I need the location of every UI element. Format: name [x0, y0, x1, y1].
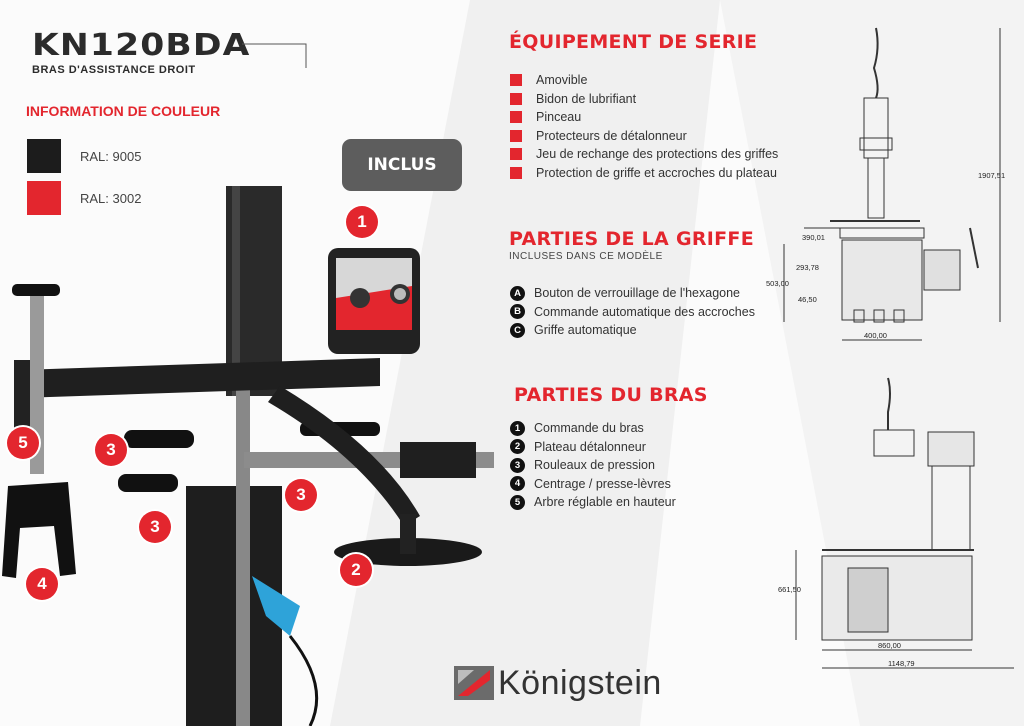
dim-height: 1907,51	[978, 171, 1005, 180]
letter-badge: C	[510, 322, 525, 338]
number-badge: 3	[510, 457, 525, 473]
callout-4: 4	[26, 568, 58, 600]
front-view-drawing: 1907,51 390,01 293,78 503,00 46,50 400,0…	[766, 27, 1005, 341]
bullet-square	[510, 166, 522, 179]
letter-badge: A	[510, 285, 525, 301]
swatch-black	[27, 139, 61, 173]
dim-503: 503,00	[766, 279, 789, 288]
model-subtitle: BRAS D'ASSISTANCE DROIT	[32, 64, 196, 76]
equipment-title: ÉQUIPEMENT DE SERIE	[509, 31, 758, 53]
dim-46: 46,50	[798, 295, 817, 304]
list-item: Amovible	[510, 71, 778, 90]
swatch-black-label: RAL: 9005	[80, 149, 142, 164]
brand-name: Königstein	[498, 664, 662, 702]
letter-badge: B	[510, 304, 525, 320]
bullet-square	[510, 111, 522, 124]
claw-subtitle: INCLUSES DANS CE MODÈLE	[509, 251, 663, 262]
model-title: KN120BDA	[32, 28, 251, 63]
callout-3b: 3	[285, 479, 317, 511]
arm-title: PARTIES DU BRAS	[514, 384, 708, 406]
dim-860: 860,00	[878, 641, 901, 650]
side-view-drawing: 661,50 860,00 1148,79	[778, 377, 1014, 669]
list-item: Pinceau	[510, 108, 778, 127]
list-item: Protection de griffe et accroches du pla…	[510, 164, 778, 183]
callout-5: 5	[7, 427, 39, 459]
dim-1148: 1148,79	[888, 659, 915, 668]
number-badge: 4	[510, 476, 525, 492]
list-item: Protecteurs de détalonneur	[510, 127, 778, 146]
claw-title: PARTIES DE LA GRIFFE	[509, 228, 754, 250]
dim-661: 661,50	[778, 585, 801, 594]
number-badge: 5	[510, 494, 525, 510]
bullet-square	[510, 74, 522, 87]
number-badge: 2	[510, 439, 525, 455]
list-item: Jeu de rechange des protections des grif…	[510, 145, 778, 164]
swatch-red	[27, 181, 61, 215]
brand-logo-icon	[454, 666, 494, 700]
callout-1: 1	[346, 206, 378, 238]
color-info-title: INFORMATION DE COULEUR	[26, 103, 221, 119]
included-badge: INCLUS	[342, 139, 462, 191]
equipment-list: Amovible Bidon de lubrifiant Pinceau Pro…	[510, 71, 778, 182]
dim-390: 390,01	[802, 233, 825, 242]
list-item: Bidon de lubrifiant	[510, 90, 778, 109]
callout-3c: 3	[139, 511, 171, 543]
callout-3a: 3	[95, 434, 127, 466]
header-divider	[242, 43, 307, 68]
bullet-square	[510, 129, 522, 142]
callout-2: 2	[340, 554, 372, 586]
bullet-square	[510, 148, 522, 161]
dim-400: 400,00	[864, 331, 887, 340]
bullet-square	[510, 92, 522, 105]
swatch-red-label: RAL: 3002	[80, 191, 142, 206]
dim-293: 293,78	[796, 263, 819, 272]
number-badge: 1	[510, 420, 525, 436]
assist-arm-illustration	[2, 186, 494, 726]
